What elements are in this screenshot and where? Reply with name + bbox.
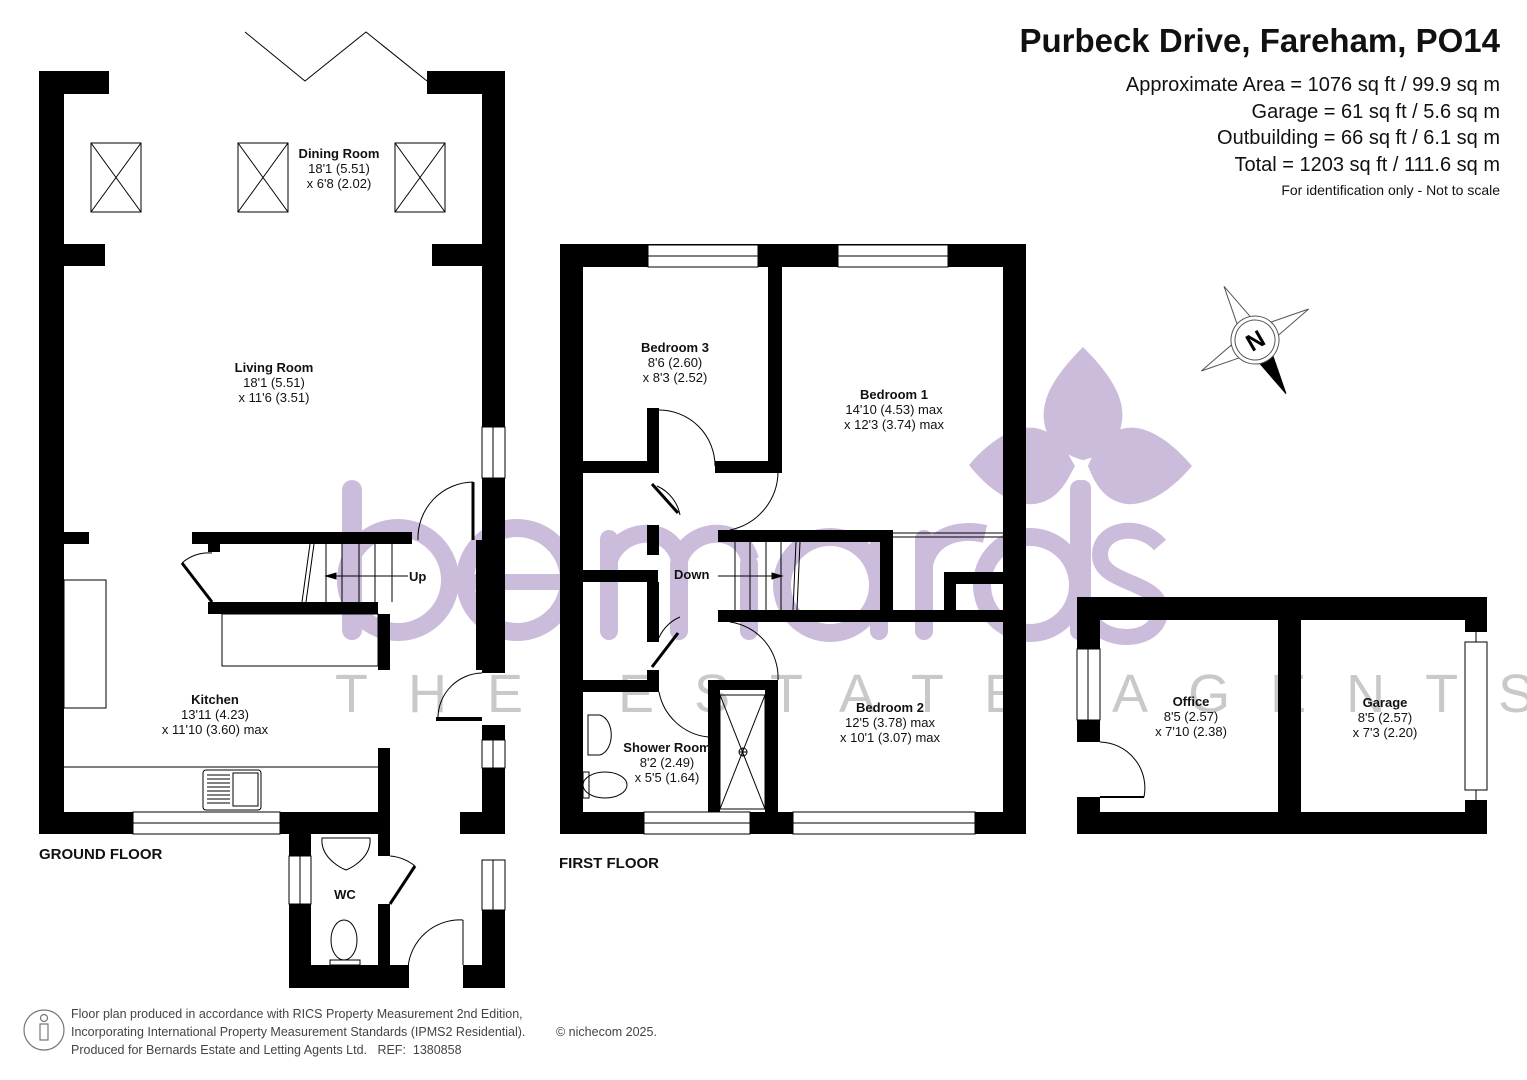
footer-line: Floor plan produced in accordance with R… <box>71 1007 523 1021</box>
room-label-living: Living Room 18'1 (5.51) x 11'6 (3.51) <box>235 360 314 405</box>
room-dim: 8'5 (2.57) <box>1163 709 1219 724</box>
room-dim: x 8'3 (2.52) <box>642 370 708 385</box>
ground-floor-label: GROUND FLOOR <box>39 846 163 863</box>
room-name: Garage <box>1362 695 1408 710</box>
area-approx: Approximate Area = 1076 sq ft / 99.9 sq … <box>1125 74 1500 96</box>
bernards-watermark <box>337 347 1192 645</box>
ground-floor-fixtures <box>63 31 506 969</box>
scale-disclaimer: For identification only - Not to scale <box>1281 182 1500 198</box>
room-name: WC <box>334 887 356 902</box>
area-garage: Garage = 61 sq ft / 5.6 sq m <box>1251 100 1500 123</box>
person-info-icon <box>23 1009 65 1051</box>
room-dim: 8'6 (2.60) <box>647 355 703 370</box>
first-floor-label: FIRST FLOOR <box>559 855 659 872</box>
room-dim: x 11'6 (3.51) <box>238 390 310 405</box>
room-label-dining: Dining Room 18'1 (5.51) x 6'8 (2.02) <box>299 146 380 191</box>
room-name: Kitchen <box>191 692 239 707</box>
room-name: Bedroom 3 <box>641 340 709 355</box>
room-label-garage: Garage 8'5 (2.57) x 7'3 (2.20) <box>1353 695 1418 740</box>
room-dim: 18'1 (5.51) <box>243 375 305 390</box>
room-name: Bedroom 1 <box>860 387 928 402</box>
room-dim: 12'5 (3.78) max <box>845 715 935 730</box>
room-name: Bedroom 2 <box>856 700 924 715</box>
room-label-bedroom3: Bedroom 3 8'6 (2.60) x 8'3 (2.52) <box>641 340 709 385</box>
room-dim: x 10'1 (3.07) max <box>839 730 941 745</box>
stairs-up-label: Up <box>409 569 427 584</box>
room-dim: x 5'5 (1.64) <box>634 770 700 785</box>
room-dim: x 7'3 (2.20) <box>1352 725 1418 740</box>
watermark-tagline: THE ESTATE AGENTS <box>335 664 1527 724</box>
room-name: Dining Room <box>298 146 380 161</box>
room-label-shower: Shower Room 8'2 (2.49) x 5'5 (1.64) <box>623 740 710 785</box>
outbuilding-fixtures <box>1076 632 1488 800</box>
ground-floor-walls <box>39 71 505 988</box>
outbuilding-walls <box>1077 597 1487 834</box>
room-dim: 18'1 (5.51) <box>308 161 370 176</box>
first-floor-fixtures <box>582 244 1003 835</box>
room-dim: 13'11 (4.23) <box>180 707 250 722</box>
room-dim: 14'10 (4.53) max <box>845 402 943 417</box>
room-dim: 8'2 (2.49) <box>639 755 695 770</box>
room-name: Shower Room <box>623 740 711 755</box>
property-title: Purbeck Drive, Fareham, PO14 <box>1019 22 1500 59</box>
room-dim: x 6'8 (2.02) <box>306 176 372 191</box>
room-dim: x 7'10 (2.38) <box>1155 724 1227 739</box>
footer-line: Incorporating International Property Mea… <box>71 1025 526 1039</box>
room-name: Office <box>1172 694 1210 709</box>
room-label-kitchen: Kitchen 13'11 (4.23) x 11'10 (3.60) max <box>162 692 268 737</box>
room-label-bedroom2: Bedroom 2 12'5 (3.78) max x 10'1 (3.07) … <box>840 700 940 745</box>
sink-drainer-lines <box>207 774 230 804</box>
area-summary: Approximate Area = 1076 sq ft / 99.9 sq … <box>1126 72 1500 202</box>
area-total: Total = 1203 sq ft / 111.6 sq m <box>1234 153 1500 176</box>
room-dim: x 12'3 (3.74) max <box>843 417 945 432</box>
footer-line: Produced for Bernards Estate and Letting… <box>71 1043 462 1057</box>
copyright-notice: © nichecom 2025. <box>556 1025 657 1039</box>
room-dim: 8'5 (2.57) <box>1357 710 1413 725</box>
room-name: Living Room <box>234 360 314 375</box>
footer-disclaimer: Floor plan produced in accordance with R… <box>71 1005 657 1059</box>
room-dim: x 11'10 (3.60) max <box>161 722 269 737</box>
room-label-office: Office 8'5 (2.57) x 7'10 (2.38) <box>1155 694 1227 739</box>
compass-north-icon <box>1200 285 1310 395</box>
room-label-bedroom1: Bedroom 1 14'10 (4.53) max x 12'3 (3.74)… <box>844 387 944 432</box>
area-outbuilding: Outbuilding = 66 sq ft / 6.1 sq m <box>1217 127 1500 149</box>
room-label-wc: WC <box>334 887 356 902</box>
stairs-down-label: Down <box>674 567 710 582</box>
